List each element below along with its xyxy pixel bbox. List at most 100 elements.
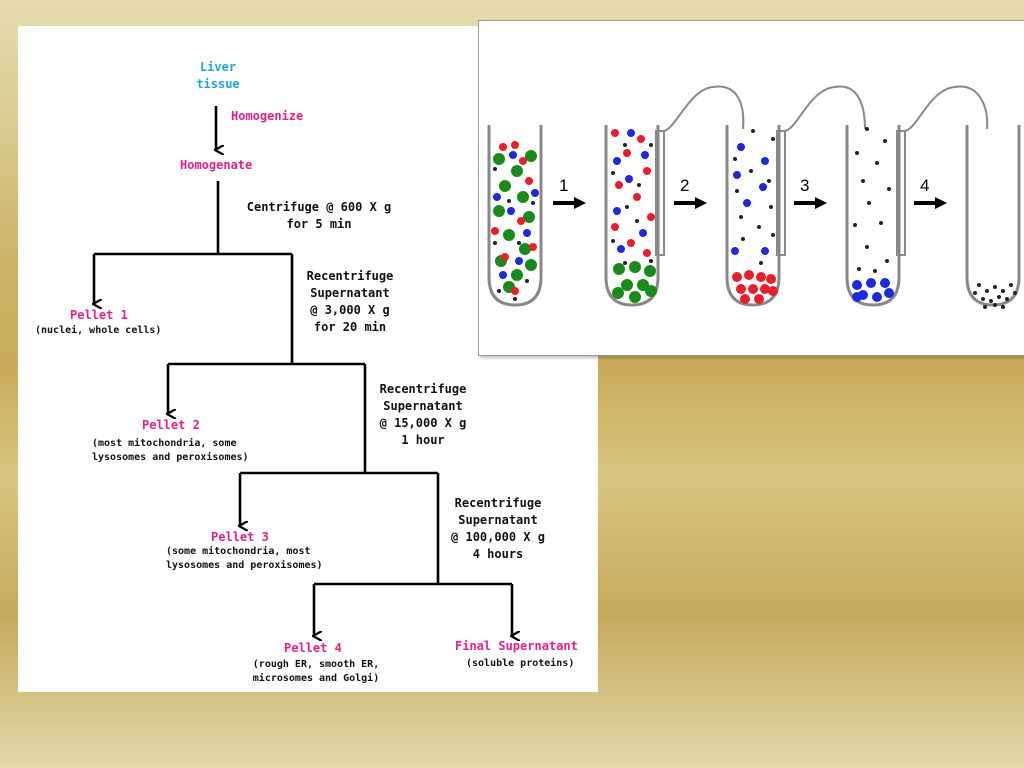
particle-green: [493, 205, 505, 217]
particle-green: [612, 287, 624, 299]
pellet-1-description: (nuclei, whole cells): [35, 325, 162, 336]
particle-black: [507, 199, 511, 203]
particle-red: [643, 167, 651, 175]
particle-black: [857, 267, 861, 271]
particle-red: [768, 286, 778, 296]
particle-green: [525, 259, 537, 271]
particle-black: [885, 259, 889, 263]
particle-red: [744, 270, 754, 280]
particle-green: [525, 150, 537, 162]
particle-green: [511, 269, 523, 281]
particle-blue: [761, 157, 769, 165]
particle-black: [757, 225, 761, 229]
particle-blue: [509, 151, 517, 159]
particle-black: [1005, 297, 1009, 301]
particle-black: [749, 169, 753, 173]
particle-blue: [531, 189, 539, 197]
particle-black: [1001, 289, 1005, 293]
particle-green: [613, 263, 625, 275]
particle-blue: [617, 245, 625, 253]
particle-red: [633, 193, 641, 201]
particle-green: [629, 291, 641, 303]
tube-1: [487, 125, 543, 307]
particle-black: [611, 171, 615, 175]
particle-black: [497, 289, 501, 293]
particle-black: [733, 157, 737, 161]
particle-green: [645, 285, 657, 297]
particle-black: [769, 205, 773, 209]
particle-black: [977, 283, 981, 287]
particle-red: [517, 217, 525, 225]
tube-2: [604, 125, 660, 307]
particle-black: [635, 219, 639, 223]
particle-red: [643, 249, 651, 257]
particle-red: [647, 213, 655, 221]
particle-blue: [852, 280, 862, 290]
particle-black: [983, 305, 987, 309]
particle-black: [493, 167, 497, 171]
particle-black: [751, 129, 755, 133]
particle-blue: [872, 292, 882, 302]
transfer-tube-3: [903, 85, 989, 132]
pipette-2: [655, 130, 665, 256]
particle-blue: [866, 278, 876, 288]
step-number-4: 4: [920, 176, 929, 195]
particle-blue: [613, 157, 621, 165]
particle-black: [981, 297, 985, 301]
particle-blue: [880, 278, 890, 288]
particle-green: [503, 229, 515, 241]
particle-red: [519, 157, 527, 165]
particle-black: [739, 215, 743, 219]
particle-red: [501, 253, 509, 261]
particle-blue: [493, 193, 501, 201]
particle-blue: [507, 207, 515, 215]
particle-red: [732, 272, 742, 282]
particle-black: [993, 285, 997, 289]
particle-red: [611, 129, 619, 137]
particle-green: [629, 261, 641, 273]
particle-black: [493, 241, 497, 245]
particle-red: [748, 284, 758, 294]
particle-red: [615, 181, 623, 189]
particle-black: [865, 127, 869, 131]
particle-black: [865, 245, 869, 249]
particle-green: [499, 180, 511, 192]
particle-red: [529, 243, 537, 251]
particle-blue: [499, 271, 507, 279]
pipette-4: [896, 130, 906, 256]
particle-black: [973, 291, 977, 295]
particle-black: [625, 205, 629, 209]
pipette-3: [776, 130, 786, 256]
final-supernatant-description: (soluble proteins): [466, 658, 575, 669]
particle-blue: [639, 229, 647, 237]
particle-red: [766, 274, 776, 284]
particle-black: [1013, 291, 1017, 295]
particle-black: [525, 279, 529, 283]
particle-green: [621, 279, 633, 291]
pellet-3-label: Pellet 3: [211, 530, 269, 544]
flowchart-lines: [18, 106, 598, 692]
particle-black: [1001, 305, 1005, 309]
particle-blue: [743, 199, 751, 207]
particle-blue: [759, 183, 767, 191]
particle-blue: [627, 129, 635, 137]
particle-red: [611, 223, 619, 231]
step-number-3: 3: [800, 176, 809, 195]
particle-black: [611, 239, 615, 243]
homogenize-label: Homogenize: [231, 109, 304, 123]
particle-red: [736, 284, 746, 294]
particle-red: [760, 284, 770, 294]
particle-black: [623, 143, 627, 147]
step-number-1: 1: [559, 176, 568, 195]
particle-black: [867, 201, 871, 205]
particle-green: [519, 243, 531, 255]
particle-black: [741, 237, 745, 241]
transfer-tube-1: [662, 85, 745, 132]
homogenate-label: Homogenate: [180, 158, 253, 172]
